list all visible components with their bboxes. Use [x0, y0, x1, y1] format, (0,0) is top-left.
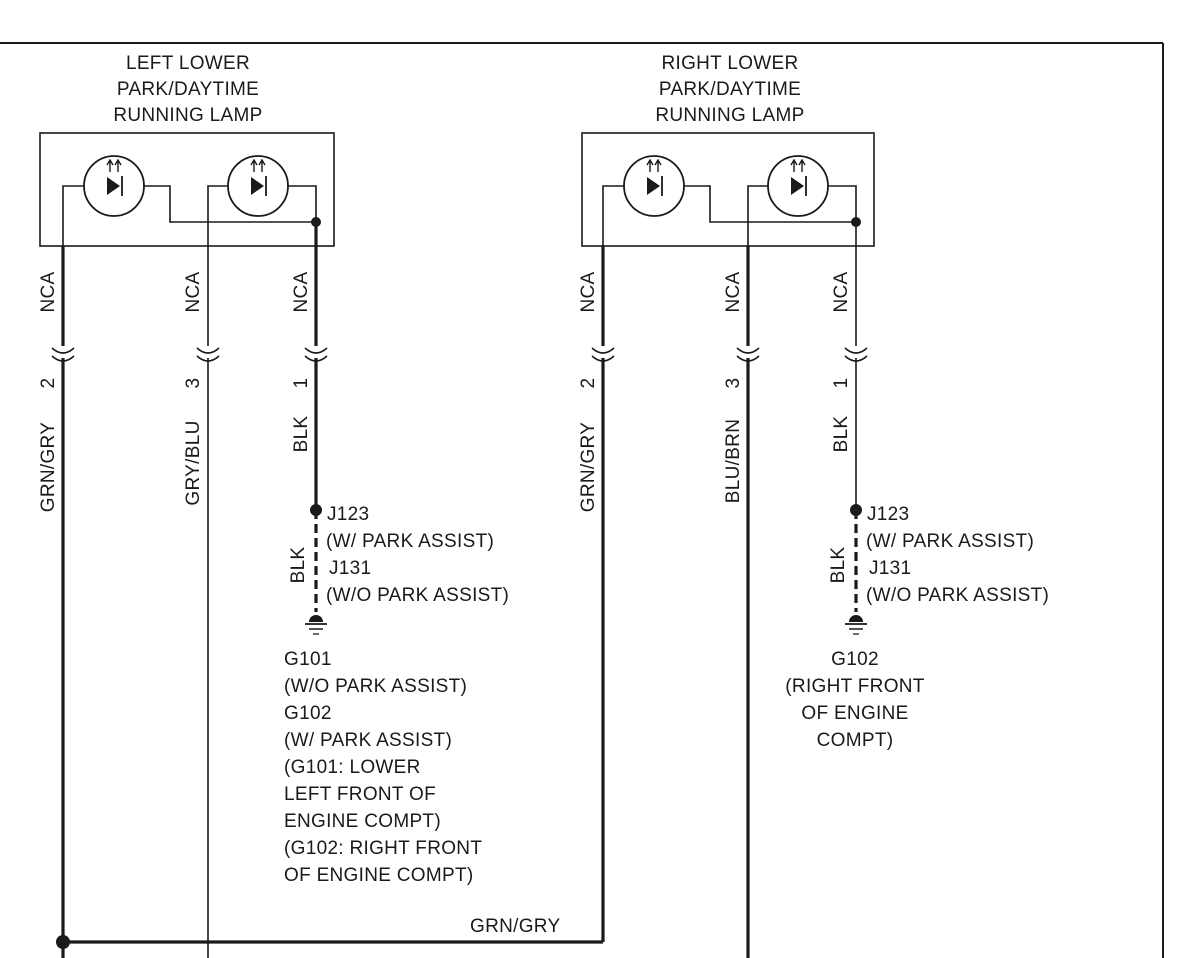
left-lamp-bulb-1-icon	[83, 155, 145, 217]
left-splice-line-1: J123	[327, 504, 369, 525]
right-lamp-title-line-1: RIGHT LOWER	[661, 53, 798, 74]
left-wire-2-pin: 2	[38, 378, 59, 389]
right-ground-label: G102 (RIGHT FRONT OF ENGINE COMPT)	[785, 649, 924, 751]
left-ground-line-6: LEFT FRONT OF	[284, 784, 436, 805]
left-wire-1-circuit: NCA	[291, 271, 312, 312]
right-wire-2-pin: 2	[578, 378, 599, 389]
right-ground-line-2: (RIGHT FRONT	[785, 676, 924, 697]
left-wire-3-color: GRY/BLU	[183, 420, 204, 505]
left-ground-line-7: ENGINE COMPT)	[284, 811, 441, 832]
left-ground-line-8: (G102: RIGHT FRONT	[284, 838, 482, 859]
left-lamp-title-line-2: PARK/DAYTIME	[117, 79, 259, 100]
bottom-wire-color: GRN/GRY	[470, 916, 560, 937]
right-wire-pin-2: NCA 2 GRN/GRY	[578, 246, 615, 942]
right-wire-3-circuit: NCA	[723, 271, 744, 312]
left-wire-2-color: GRN/GRY	[38, 422, 59, 512]
right-wire-pin-3: NCA 3 BLU/BRN	[723, 246, 760, 958]
right-lamp-title-line-2: PARK/DAYTIME	[659, 79, 801, 100]
right-lamp-bulb-2-icon	[767, 155, 829, 217]
left-wire-pin-3: NCA 3 GRY/BLU	[183, 246, 220, 958]
left-wire-pin-2: NCA 2 GRN/GRY	[38, 246, 75, 958]
right-ground-line-4: COMPT)	[817, 730, 894, 751]
right-wire-1-circuit: NCA	[831, 271, 852, 312]
left-lamp-housing	[39, 132, 335, 247]
left-splice: BLK J123 (W/ PARK ASSIST) J131 (W/O PARK…	[288, 504, 509, 612]
right-splice-line-1: J123	[867, 504, 909, 525]
left-splice-line-4: (W/O PARK ASSIST)	[326, 585, 509, 606]
left-wire-1-color: BLK	[291, 416, 312, 453]
left-wire-3-pin: 3	[183, 378, 204, 389]
right-ground-icon	[845, 615, 867, 635]
left-splice-line-2: (W/ PARK ASSIST)	[326, 531, 494, 552]
left-wire-pin-1: NCA 1 BLK	[291, 222, 328, 510]
right-splice-line-3: J131	[869, 558, 911, 579]
left-splice-line-3: J131	[329, 558, 371, 579]
right-splice-wire-color: BLK	[828, 547, 849, 584]
left-splice-wire-color: BLK	[288, 547, 309, 584]
left-ground-line-5: (G101: LOWER	[284, 757, 421, 778]
left-ground-line-9: OF ENGINE COMPT)	[284, 865, 474, 886]
right-splice-line-2: (W/ PARK ASSIST)	[866, 531, 1034, 552]
right-wire-3-color: BLU/BRN	[723, 419, 744, 503]
right-splice: BLK J123 (W/ PARK ASSIST) J131 (W/O PARK…	[828, 504, 1049, 612]
right-lamp-bulb-1-icon	[623, 155, 685, 217]
outer-frame	[0, 42, 1164, 958]
right-splice-line-4: (W/O PARK ASSIST)	[866, 585, 1049, 606]
left-wire-2-circuit: NCA	[38, 271, 59, 312]
left-ground-line-1: G101	[284, 649, 332, 670]
right-lamp-title-line-3: RUNNING LAMP	[655, 105, 804, 126]
left-ground-line-3: G102	[284, 703, 332, 724]
right-ground-line-3: OF ENGINE	[801, 703, 908, 724]
left-ground-line-4: (W/ PARK ASSIST)	[284, 730, 452, 751]
right-wire-1-pin: 1	[831, 378, 852, 389]
right-wire-2-circuit: NCA	[578, 271, 599, 312]
right-ground-line-1: G102	[831, 649, 879, 670]
left-lamp-title-line-1: LEFT LOWER	[126, 53, 250, 74]
right-wire-2-color: GRN/GRY	[578, 422, 599, 512]
right-wire-1-color: BLK	[831, 416, 852, 453]
left-ground-icon	[305, 615, 327, 635]
left-lamp-assembly: LEFT LOWER PARK/DAYTIME RUNNING LAMP	[38, 53, 509, 958]
left-wire-3-circuit: NCA	[183, 271, 204, 312]
right-wire-pin-1: NCA 1 BLK	[831, 222, 868, 510]
left-lamp-bulb-2-icon	[227, 155, 289, 217]
right-lamp-housing	[581, 132, 875, 247]
right-lamp-assembly: RIGHT LOWER PARK/DAYTIME RUNNING LAMP	[578, 53, 1049, 958]
bottom-crossover-wire: GRN/GRY	[56, 916, 603, 949]
left-lamp-title-line-3: RUNNING LAMP	[113, 105, 262, 126]
right-wire-3-pin: 3	[723, 378, 744, 389]
left-ground-line-2: (W/O PARK ASSIST)	[284, 676, 467, 697]
left-wire-1-pin: 1	[291, 378, 312, 389]
left-ground-label: G101 (W/O PARK ASSIST) G102 (W/ PARK ASS…	[284, 649, 482, 886]
